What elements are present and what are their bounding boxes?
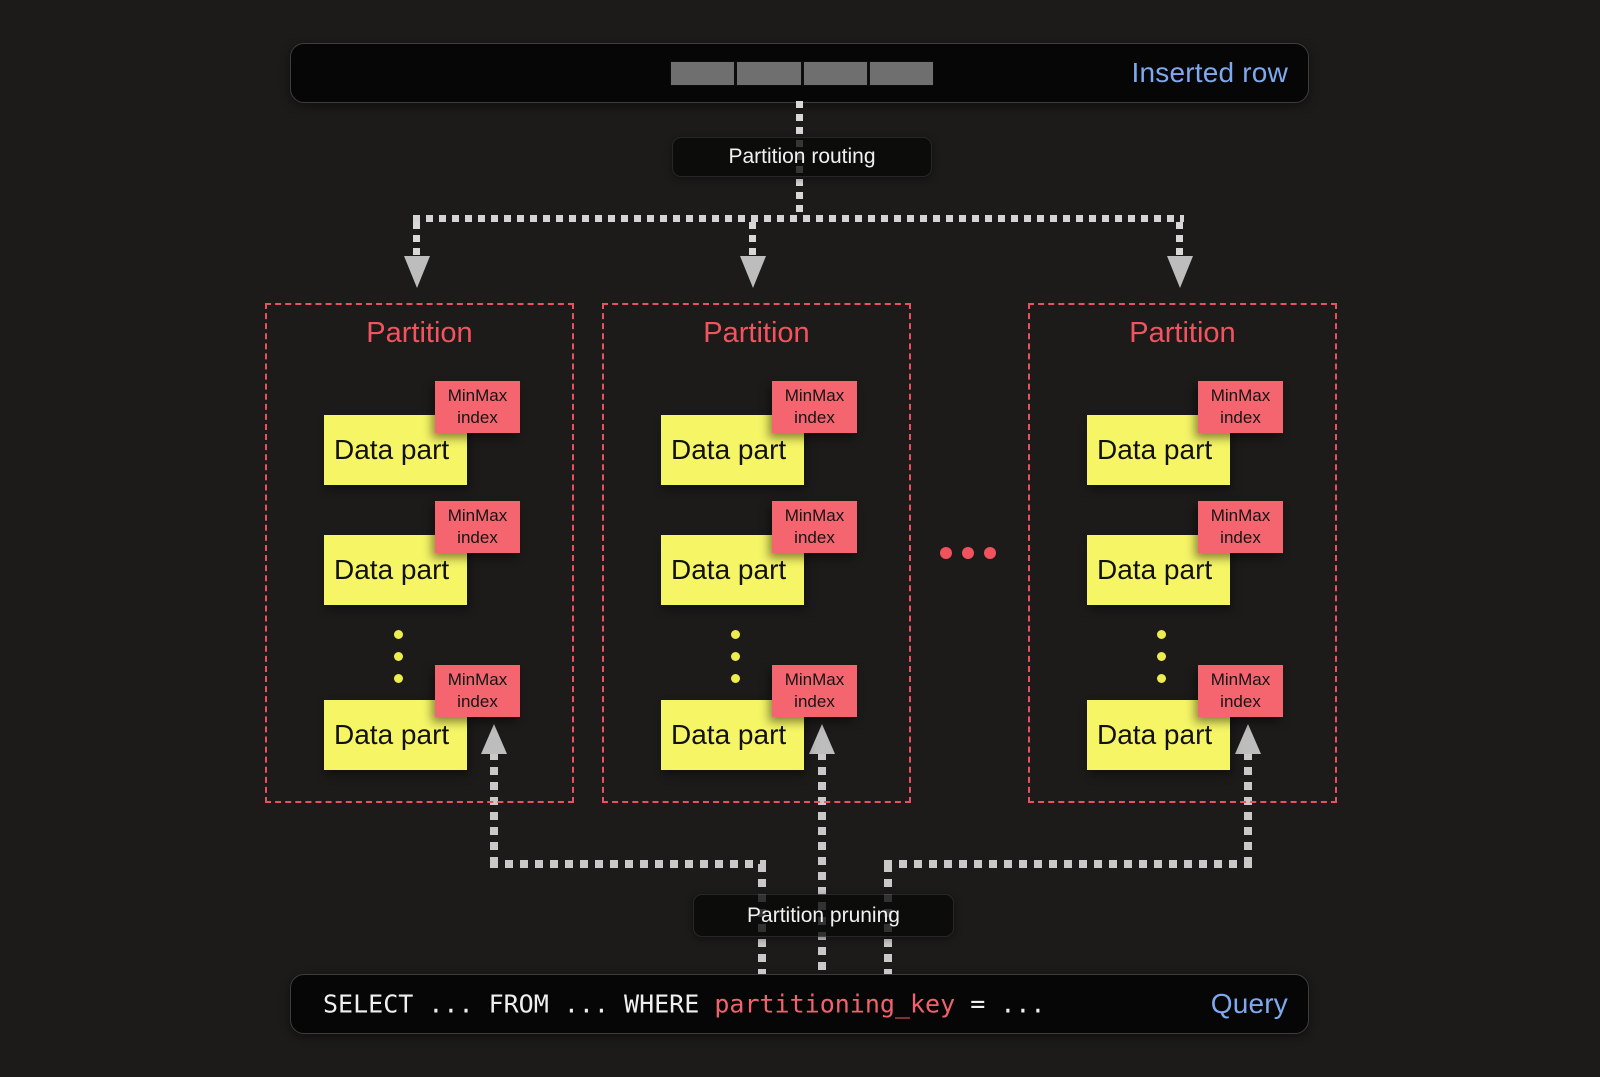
row-cell [737, 62, 801, 85]
pruning-line-left-horizontal [490, 860, 766, 868]
row-cell [869, 62, 933, 85]
minmax-index-box: MinMax index [1198, 665, 1283, 717]
more-parts-dots [731, 630, 740, 683]
sql-prefix: SELECT ... FROM ... WHERE [323, 989, 715, 1019]
partition-routing-label: Partition routing [672, 137, 932, 177]
row-cell [671, 62, 735, 85]
pruning-line-left-up [490, 752, 498, 864]
query-box: SELECT ... FROM ... WHERE partitioning_k… [290, 974, 1309, 1034]
yellow-dot [731, 674, 740, 683]
pruning-line-center [818, 752, 826, 974]
minmax-index-box: MinMax index [772, 381, 857, 433]
minmax-index-box: MinMax index [435, 381, 520, 433]
data-part-box: Data part [324, 700, 467, 770]
minmax-index-box: MinMax index [435, 665, 520, 717]
partition-title: Partition [1129, 317, 1236, 349]
partition-pruning-text: Partition pruning [747, 903, 900, 927]
row-cell [803, 62, 867, 85]
yellow-dot [1157, 674, 1166, 683]
sql-suffix: = ... [955, 989, 1046, 1019]
more-parts-dots [394, 630, 403, 683]
minmax-index-box: MinMax index [772, 665, 857, 717]
more-partitions-ellipsis [940, 547, 996, 559]
partition-box-1: Partition MinMax index Data part MinMax … [265, 303, 574, 803]
partition-routing-text: Partition routing [728, 145, 876, 168]
minmax-index-box: MinMax index [772, 501, 857, 553]
yellow-dot [394, 630, 403, 639]
sql-text: SELECT ... FROM ... WHERE partitioning_k… [323, 990, 1045, 1019]
pruning-line-right-horizontal [884, 860, 1252, 868]
sql-partitioning-key: partitioning_key [714, 989, 956, 1019]
red-dot [940, 547, 952, 559]
row-segments [670, 61, 934, 86]
yellow-dot [731, 630, 740, 639]
branch-drop-right [1176, 222, 1183, 256]
inserted-row-label: Inserted row [1131, 57, 1288, 88]
partition-title: Partition [366, 317, 473, 349]
partition-box-2: Partition MinMax index Data part MinMax … [602, 303, 911, 803]
partition-pruning-label: Partition pruning [693, 894, 954, 937]
pruning-line-right-up [1244, 752, 1252, 864]
minmax-index-box: MinMax index [435, 501, 520, 553]
down-arrowhead-center-icon [740, 256, 766, 288]
yellow-dot [731, 652, 740, 661]
red-dot [984, 547, 996, 559]
yellow-dot [1157, 630, 1166, 639]
inserted-row-box: Inserted row [290, 43, 1309, 103]
branch-line [413, 215, 1184, 222]
partition-box-3: Partition MinMax index Data part MinMax … [1028, 303, 1337, 803]
minmax-index-box: MinMax index [1198, 381, 1283, 433]
yellow-dot [394, 652, 403, 661]
yellow-dot [394, 674, 403, 683]
branch-drop-center [749, 222, 756, 256]
more-parts-dots [1157, 630, 1166, 683]
down-arrowhead-right-icon [1167, 256, 1193, 288]
down-arrowhead-left-icon [404, 256, 430, 288]
partition-title: Partition [703, 317, 810, 349]
red-dot [962, 547, 974, 559]
yellow-dot [1157, 652, 1166, 661]
branch-drop-left [413, 222, 420, 256]
data-part-box: Data part [1087, 415, 1230, 485]
query-label: Query [1210, 988, 1288, 1019]
minmax-index-box: MinMax index [1198, 501, 1283, 553]
